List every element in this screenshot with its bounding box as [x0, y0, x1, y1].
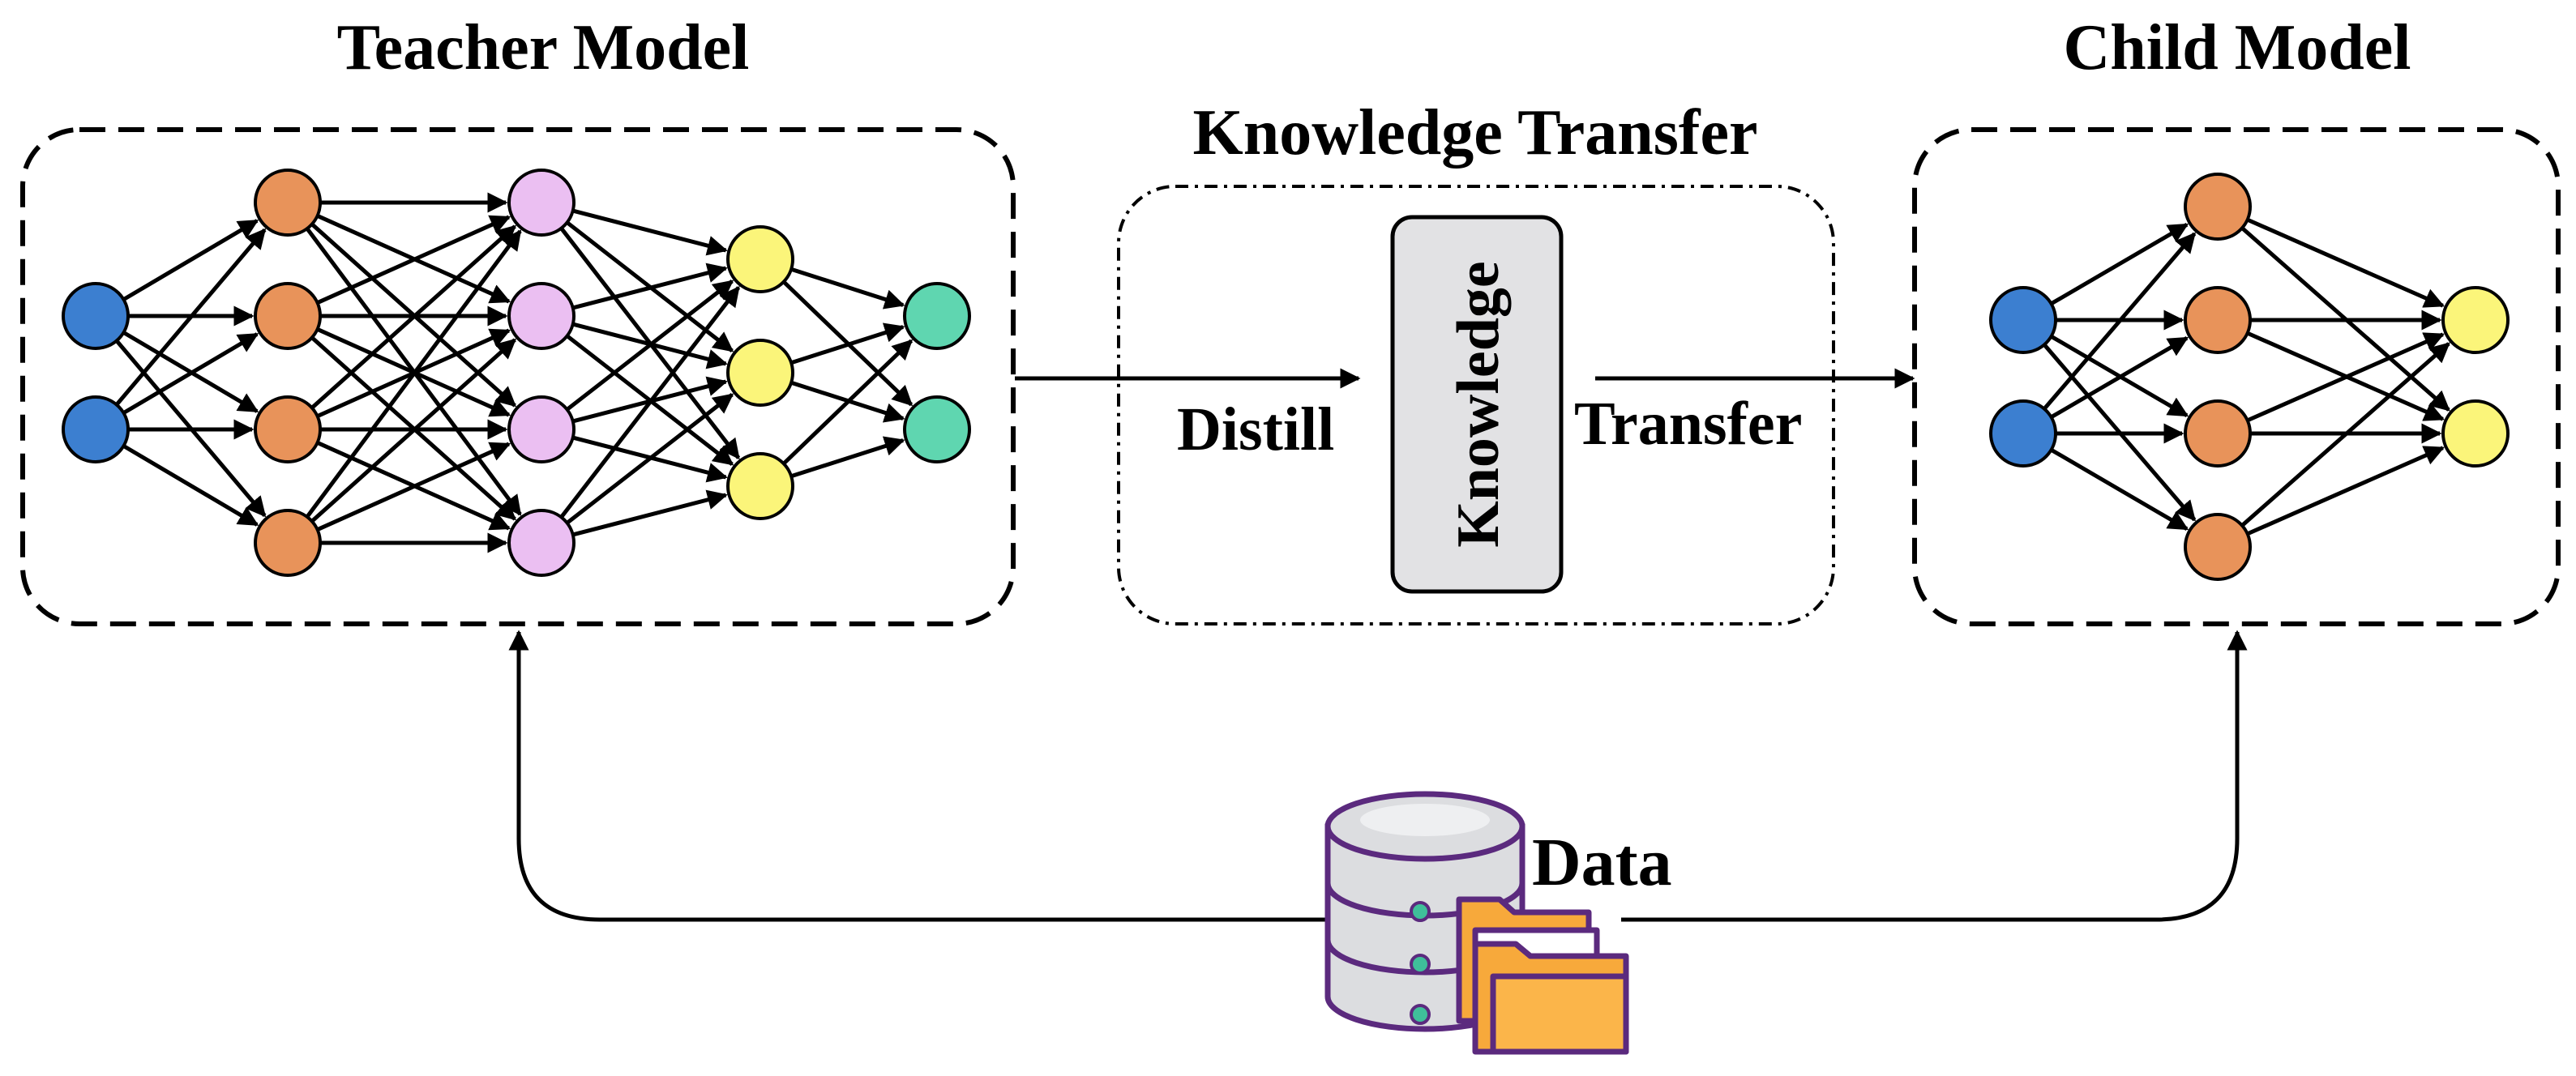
teacher-edge: [122, 219, 259, 301]
child-edge: [2043, 232, 2197, 411]
teacher-node-layer-2: [254, 509, 322, 577]
child-node-layer-3: [2441, 399, 2510, 468]
child-node-layer-1: [1989, 286, 2057, 354]
database-folder-icon: [1324, 791, 1629, 1055]
transfer-label: Transfer: [1574, 390, 1802, 458]
teacher-edge: [790, 322, 905, 365]
teacher-edge: [572, 208, 728, 256]
teacher-edge: [566, 393, 734, 525]
distill-label: Distill: [1177, 395, 1334, 463]
teacher-node-layer-2: [254, 395, 322, 463]
teacher-model-box: [20, 127, 1016, 626]
teacher-node-layer-4: [726, 452, 794, 520]
teacher-edge: [566, 280, 734, 412]
child-node-layer-3: [2441, 286, 2510, 354]
child-node-layer-1: [1989, 399, 2057, 468]
child-edge: [2050, 336, 2189, 420]
data-to-teacher-arrow: [508, 630, 1346, 922]
teacher-node-layer-5: [903, 395, 971, 463]
teacher-edge: [316, 442, 511, 532]
teacher-edge: [305, 229, 522, 519]
child-edge: [2050, 223, 2189, 306]
teacher-edge: [310, 224, 517, 410]
teacher-edge: [790, 267, 905, 310]
teacher-edge: [572, 489, 728, 537]
teacher-network: [62, 169, 971, 577]
teacher-edge: [572, 263, 728, 310]
child-network: [1989, 173, 2510, 581]
teacher-edge: [316, 215, 511, 305]
teacher-model-title: Teacher Model: [337, 12, 750, 83]
teacher-edge: [122, 444, 259, 527]
knowledge-block: [1390, 215, 1564, 594]
child-edge: [2246, 217, 2445, 308]
teacher-edge: [782, 339, 914, 466]
knowledge-label: Knowledge: [1445, 261, 1512, 548]
child-edge: [2240, 342, 2450, 527]
knowledge-transfer-title: Knowledge Transfer: [1193, 97, 1758, 169]
teacher-node-layer-3: [507, 395, 576, 463]
teacher-node-layer-5: [903, 282, 971, 350]
teacher-node-layer-4: [726, 339, 794, 407]
teacher-edge: [122, 332, 259, 415]
teacher-node-layer-1: [62, 395, 130, 463]
teacher-node-layer-3: [507, 282, 576, 350]
child-node-layer-2: [2184, 286, 2252, 354]
teacher-node-layer-3: [507, 169, 576, 237]
child-edge: [2050, 447, 2189, 531]
teacher-node-layer-2: [254, 282, 322, 350]
teacher-node-layer-2: [254, 169, 322, 237]
child-node-layer-2: [2184, 399, 2252, 468]
teacher-edge: [559, 285, 741, 519]
data-to-child-arrow: [1621, 630, 2248, 922]
child-edge: [2246, 332, 2445, 423]
teacher-node-layer-4: [726, 225, 794, 293]
teacher-node-layer-3: [507, 509, 576, 577]
teacher-edge: [790, 436, 905, 479]
teacher-edge: [310, 338, 517, 523]
child-model-title: Child Model: [2064, 12, 2411, 83]
child-node-layer-2: [2184, 513, 2252, 581]
teacher-edge: [114, 228, 267, 407]
child-edge: [2246, 446, 2445, 536]
knowledge-transfer-box: [1117, 185, 1835, 626]
child-node-layer-2: [2184, 173, 2252, 241]
teacher-node-layer-1: [62, 282, 130, 350]
data-label: Data: [1532, 825, 1672, 900]
